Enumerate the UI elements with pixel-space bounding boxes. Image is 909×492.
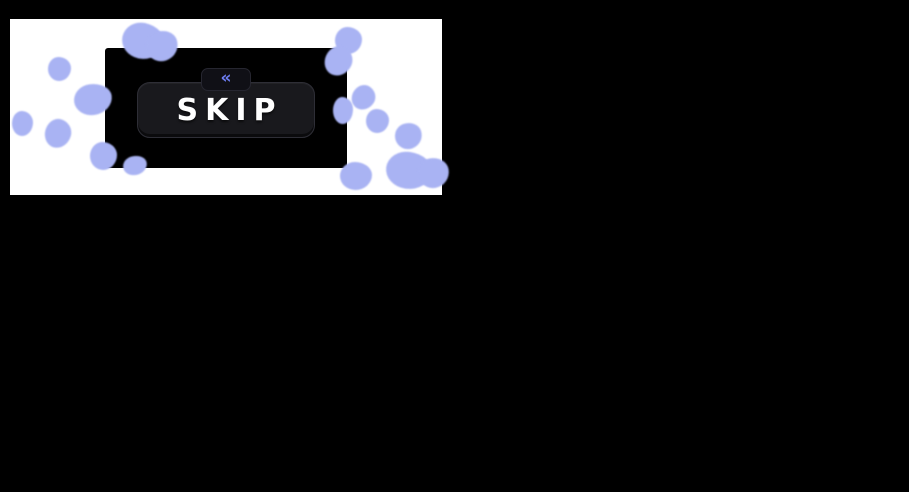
paint-blob [41, 116, 75, 151]
paint-blob [340, 162, 372, 190]
paint-blob [48, 57, 71, 81]
double-left-chevron-icon: « [220, 68, 232, 88]
paint-blob [391, 119, 426, 153]
paint-blob [90, 142, 117, 170]
rewind-pill-button[interactable]: « [201, 68, 251, 91]
paint-blob [12, 111, 33, 136]
ad-panel: « SKIP [10, 19, 452, 195]
skip-overlay: « SKIP [105, 48, 347, 168]
paint-blob [366, 109, 389, 133]
skip-button[interactable]: SKIP [137, 82, 315, 138]
paint-blob [333, 97, 353, 124]
